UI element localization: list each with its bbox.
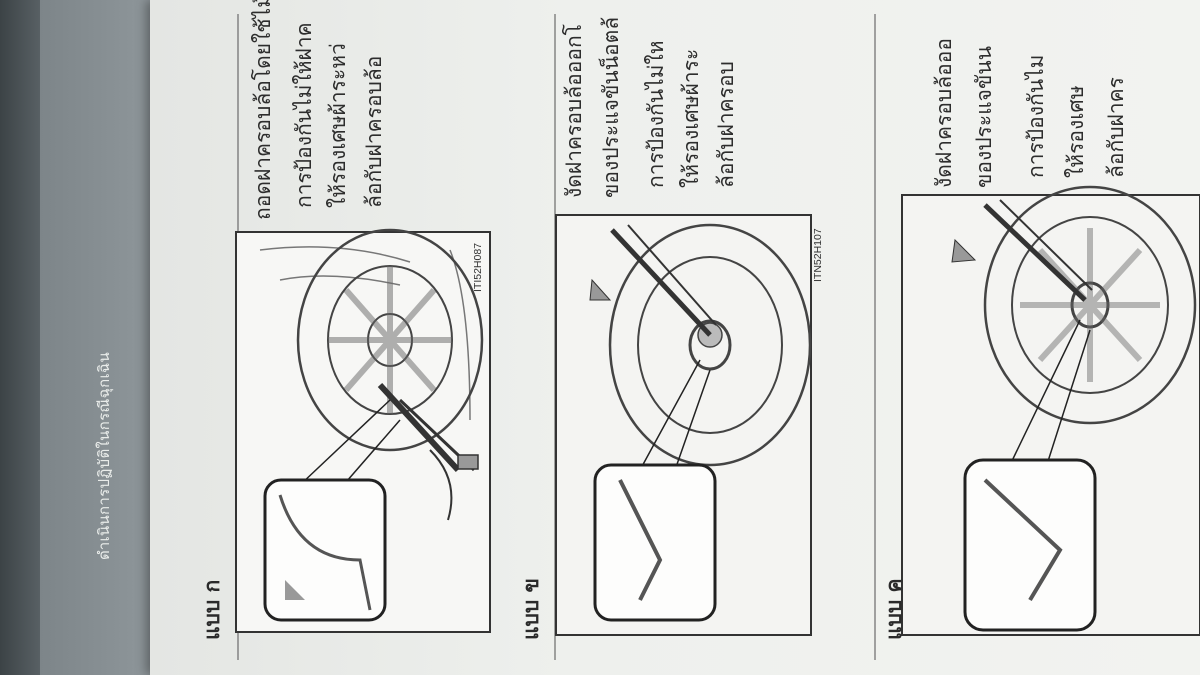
section-a-figure-code: ITI52H087 <box>472 242 484 292</box>
section-a-instruction-1: ถอดฝาครอบล้อโดยใช้ไม้ <box>251 0 275 220</box>
section-c-instruction-4: ให้รองเศษ <box>1064 85 1088 178</box>
section-c-label: แบบ ค <box>882 578 906 640</box>
arrow-icon <box>285 580 305 600</box>
figure-b <box>555 214 812 636</box>
section-b-instruction-3: การป้องกันไม่ให <box>644 40 668 188</box>
section-c-instruction-1: งัดฝาครอบล้อออ <box>932 38 956 188</box>
section-a-instruction-2: การป้องกันไม่ให้ฝาค <box>292 22 316 208</box>
screwdriver-a <box>377 382 479 521</box>
section-b-instruction-1: งัดฝาครอบล้อออกโ <box>562 24 586 198</box>
section-a-instruction-4: ล้อกับฝาครอบล้อ <box>362 55 386 208</box>
figure-c <box>901 185 1200 636</box>
section-c-instruction-3: การป้องกันไม <box>1024 54 1048 178</box>
section-c-instruction-5: ล้อกับฝาคร <box>1104 77 1128 178</box>
section-c-instruction-2: ของประแจขันน <box>972 45 996 188</box>
section-b-label: แบบ ข <box>519 578 543 640</box>
arrow-icon <box>589 278 612 301</box>
section-b-instruction-5: ล้อกับฝาครอบ <box>714 61 738 188</box>
figure-a <box>235 228 491 633</box>
callout-b <box>593 359 717 622</box>
callout-c <box>963 319 1097 632</box>
section-a-instruction-3: ให้รองเศษผ้าระหว่ <box>326 43 350 208</box>
screwdriver-c <box>951 199 1093 302</box>
callout-a <box>263 399 401 622</box>
wheel-a <box>296 228 484 452</box>
background-edge <box>0 0 40 675</box>
section-a-label: แบบ ก <box>200 579 224 640</box>
wheel-c <box>983 185 1197 425</box>
screwdriver-b <box>589 224 717 337</box>
arrow-icon <box>951 238 977 263</box>
section-b-instruction-2: ของประแจขันน็อตล้ <box>599 16 623 198</box>
section-b-instruction-4: ให้รองเศษผ้าระ <box>679 48 703 188</box>
section-b-figure-code: ITN52H107 <box>812 228 824 282</box>
